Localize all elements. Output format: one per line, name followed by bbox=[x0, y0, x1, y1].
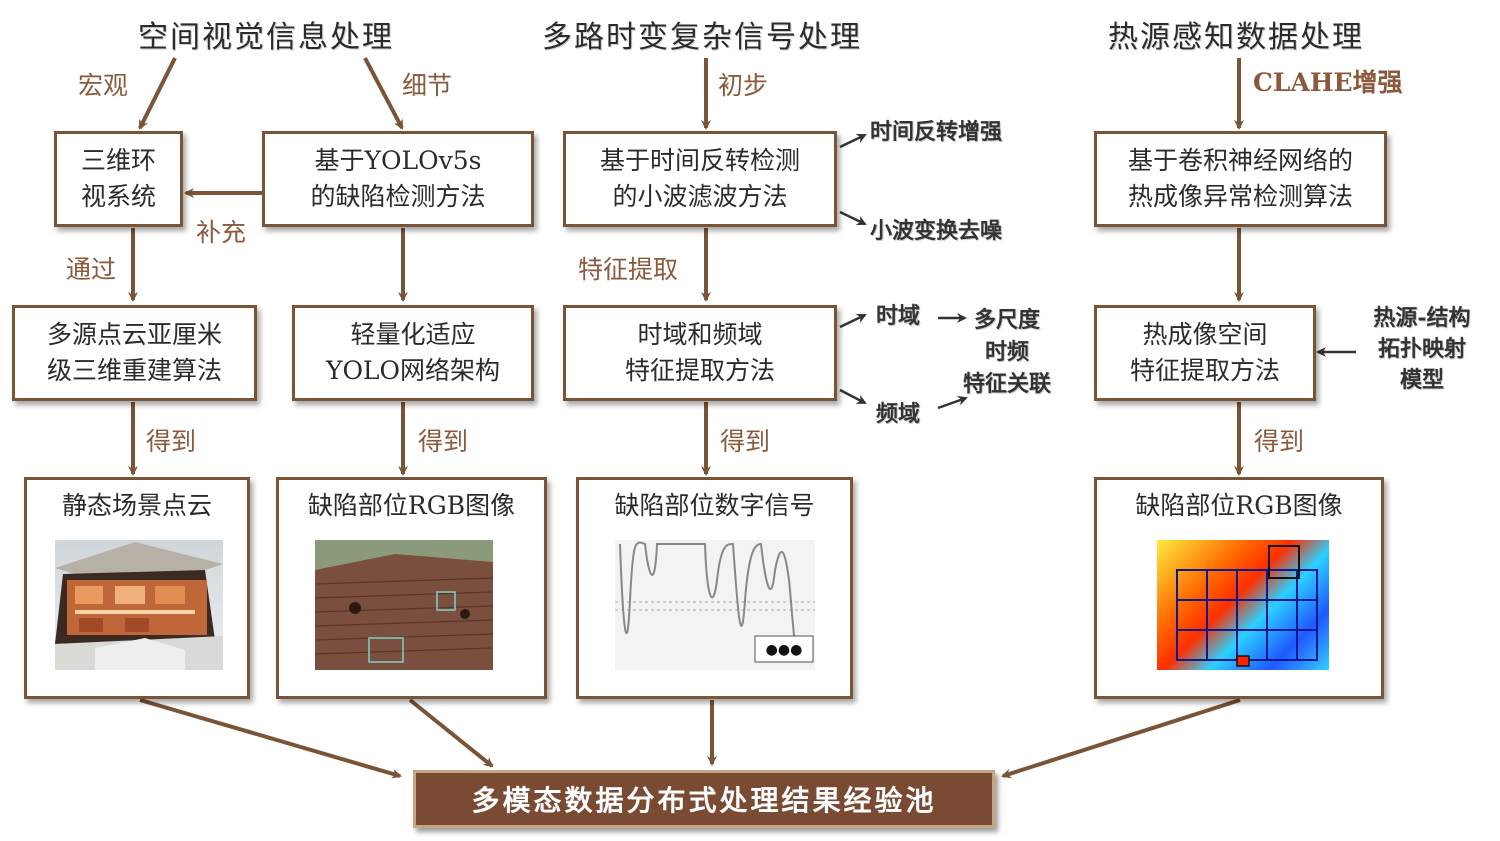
box-cnn-thermal: 基于卷积神经网络的 热成像异常检测算法 bbox=[1094, 131, 1387, 227]
signal-more-dots: ●●● bbox=[766, 642, 803, 658]
arrow-time-domain bbox=[839, 313, 867, 329]
arrow-wavelet bbox=[839, 210, 867, 226]
box-yolo-arch-line-1: 轻量化适应 bbox=[350, 320, 476, 349]
box-3d-vision-line-2: 视系统 bbox=[80, 182, 156, 211]
label-clahe: CLAHE增强 bbox=[1253, 68, 1403, 97]
note-thermal-model: 热源-结构 拓扑映射 模型 bbox=[1355, 303, 1489, 396]
box-time-freq-feature: 时域和频域 特征提取方法 bbox=[563, 305, 837, 401]
output-static-pointcloud-title: 静态场景点云 bbox=[61, 491, 212, 520]
output-defect-thermal-title: 缺陷部位RGB图像 bbox=[1135, 491, 1343, 520]
box-thermal-feature-line-2: 特征提取方法 bbox=[1129, 356, 1280, 385]
box-wavelet-method-line-2: 的小波滤波方法 bbox=[612, 182, 788, 211]
note-thermal-model-line-3: 模型 bbox=[1399, 367, 1444, 393]
label-feature-extract: 特征提取 bbox=[578, 255, 679, 284]
arrow-final-1 bbox=[139, 698, 402, 779]
arrow-macro bbox=[138, 57, 177, 130]
label-initial: 初步 bbox=[718, 71, 769, 100]
box-yolo-method: 基于YOLOv5s 的缺陷检测方法 bbox=[262, 131, 534, 227]
label-got-4: 得到 bbox=[1254, 427, 1305, 456]
output-defect-rgb: 缺陷部位RGB图像 bbox=[276, 477, 547, 699]
output-defect-rgb-title: 缺陷部位RGB图像 bbox=[307, 491, 516, 520]
label-got-2: 得到 bbox=[418, 427, 469, 456]
box-yolo-arch-line-2: YOLO网络架构 bbox=[325, 356, 501, 385]
output-static-pointcloud: 静态场景点云 bbox=[24, 477, 250, 699]
label-via: 通过 bbox=[66, 255, 117, 284]
box-tf-feature-line-2: 特征提取方法 bbox=[624, 356, 775, 385]
note-multiscale-line-3: 特征关联 bbox=[962, 371, 1051, 397]
signal-waveform: ●●● bbox=[615, 540, 815, 670]
header-spatial: 空间视觉信息处理 bbox=[138, 20, 394, 55]
box-wavelet-method-line-1: 基于时间反转检测 bbox=[599, 146, 800, 175]
box-3d-vision-system: 三维环 视系统 bbox=[54, 131, 183, 227]
note-wavelet-denoise: 小波变换去噪 bbox=[870, 218, 1003, 244]
note-time-domain: 时域 bbox=[876, 303, 921, 329]
arrow-multiscale-b bbox=[937, 395, 968, 410]
box-thermal-feature-line-1: 热成像空间 bbox=[1142, 320, 1268, 349]
note-multiscale-line-1: 多尺度 bbox=[973, 307, 1040, 333]
note-multiscale-line-2: 时频 bbox=[984, 339, 1029, 365]
note-thermal-model-line-2: 拓扑映射 bbox=[1377, 336, 1466, 362]
header-thermal: 热源感知数据处理 bbox=[1108, 20, 1364, 55]
box-cnn-thermal-line-1: 基于卷积神经网络的 bbox=[1127, 146, 1353, 175]
box-yolo-method-line-2: 的缺陷检测方法 bbox=[310, 182, 486, 211]
final-experience-pool: 多模态数据分布式处理结果经验池 bbox=[413, 770, 995, 828]
box-cnn-thermal-line-2: 热成像异常检测算法 bbox=[1127, 182, 1353, 211]
label-macro: 宏观 bbox=[78, 71, 129, 100]
label-got-1: 得到 bbox=[146, 427, 197, 456]
output-defect-signal-title: 缺陷部位数字信号 bbox=[614, 491, 815, 520]
note-time-reverse: 时间反转增强 bbox=[870, 119, 1003, 145]
arrow-detail bbox=[363, 57, 404, 130]
header-signal: 多路时变复杂信号处理 bbox=[542, 20, 862, 55]
roof-defect-image bbox=[315, 540, 493, 670]
note-freq-domain: 频域 bbox=[876, 401, 921, 427]
pointcloud-image bbox=[55, 540, 223, 670]
note-multiscale: 多尺度 时频 特征关联 bbox=[952, 304, 1062, 400]
arrow-final-4 bbox=[1001, 698, 1241, 779]
box-wavelet-method: 基于时间反转检测 的小波滤波方法 bbox=[563, 131, 837, 227]
label-got-3: 得到 bbox=[720, 427, 771, 456]
label-supplement: 补充 bbox=[196, 218, 247, 247]
label-detail: 细节 bbox=[402, 71, 453, 100]
note-thermal-model-line-1: 热源-结构 bbox=[1373, 305, 1471, 331]
output-defect-signal: 缺陷部位数字信号 ●●● bbox=[576, 477, 853, 699]
box-pointcloud-line-1: 多源点云亚厘米 bbox=[46, 320, 222, 349]
arrow-time-reverse bbox=[839, 133, 867, 149]
thermal-image bbox=[1157, 540, 1329, 670]
box-tf-feature-line-1: 时域和频域 bbox=[637, 320, 763, 349]
box-thermal-feature: 热成像空间 特征提取方法 bbox=[1094, 305, 1316, 401]
arrow-freq-domain bbox=[839, 388, 867, 405]
box-3d-vision-line-1: 三维环 bbox=[80, 146, 156, 175]
output-defect-thermal: 缺陷部位RGB图像 bbox=[1094, 477, 1384, 699]
box-pointcloud-line-2: 级三维重建算法 bbox=[46, 356, 222, 385]
box-yolo-method-line-1: 基于YOLOv5s bbox=[314, 146, 482, 175]
arrow-final-2 bbox=[408, 698, 494, 768]
box-yolo-architecture: 轻量化适应 YOLO网络架构 bbox=[292, 305, 534, 401]
box-pointcloud-algo: 多源点云亚厘米 级三维重建算法 bbox=[12, 305, 257, 401]
